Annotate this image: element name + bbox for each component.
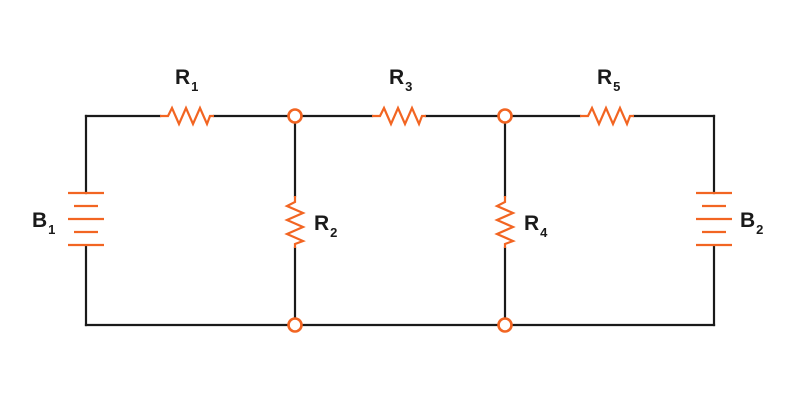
resistor-r4-symbol [494,196,516,248]
label-r3: R3 [389,66,412,94]
label-b1: B1 [32,209,55,237]
resistor-r3-symbol [372,105,426,127]
label-r1: R1 [175,66,198,94]
resistor-r1-symbol [160,105,214,127]
battery-b2: B2 [696,191,763,247]
label-r4: R4 [524,212,548,240]
battery-b1: B1 [32,191,104,247]
resistor-r5: R5 [580,66,634,127]
node-top-1 [287,108,303,124]
resistor-r3: R3 [372,66,426,127]
wires [84,114,716,327]
resistor-r4: R4 [494,196,548,248]
node-bottom-1 [287,317,303,333]
resistor-r5-symbol [580,105,634,127]
label-r2: R2 [314,212,337,240]
junction-nodes [287,108,513,333]
resistor-r2-symbol [284,196,306,248]
label-r5: R5 [597,66,620,94]
label-b2: B2 [740,209,763,237]
resistor-r2: R2 [284,196,337,248]
resistor-r1: R1 [160,66,214,127]
node-top-2 [497,108,513,124]
node-bottom-2 [497,317,513,333]
